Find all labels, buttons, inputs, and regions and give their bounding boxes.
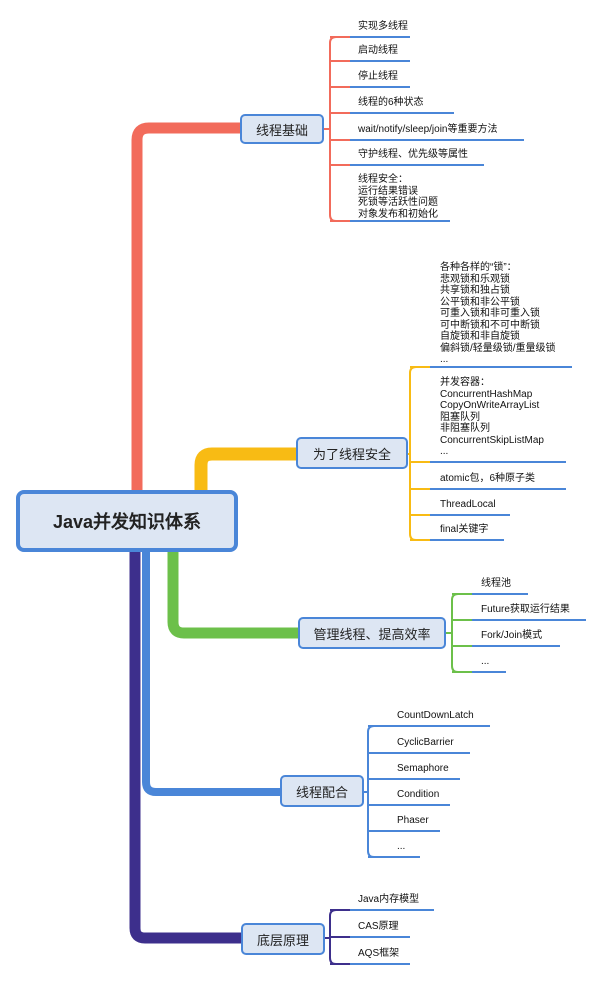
leaf-text-line: 线程安全：	[358, 174, 408, 185]
topic-thread-management[interactable]: 管理线程、提高效率	[298, 617, 446, 649]
leaf-text-line: CyclicBarrier	[397, 737, 454, 748]
leaf-text-line: 阻塞队列	[440, 411, 480, 423]
topic-label: 线程基础	[255, 122, 308, 138]
leaf-text-line: 偏斜锁/轻量级锁/重量级锁	[440, 342, 556, 354]
leaf-text-line: 公平锁和非公平锁	[440, 296, 520, 308]
leaf-text-line: atomic包，6种原子类	[440, 473, 536, 484]
leaf-text-line: Condition	[397, 789, 440, 800]
topic-underlying-principles[interactable]: 底层原理	[241, 923, 325, 955]
topic-label: 管理线程、提高效率	[313, 626, 431, 642]
branch-spine-2	[451, 593, 459, 673]
leaf-text-line: ...	[440, 446, 449, 457]
leaf-item[interactable]: Java内存模型	[358, 894, 419, 906]
leaf-item[interactable]: 线程的6种状态	[358, 97, 424, 109]
leaf-item[interactable]: Semaphore	[397, 763, 449, 775]
leaf-text-line: ...	[440, 354, 449, 365]
branch-trunk-0	[131, 122, 240, 490]
leaf-item[interactable]: 实现多线程	[358, 21, 408, 33]
leaf-item[interactable]: Fork/Join模式	[481, 630, 542, 642]
leaf-item[interactable]: 线程池	[481, 578, 511, 590]
leaf-text-line: ...	[397, 841, 406, 852]
branch-trunk-4	[129, 552, 241, 944]
leaf-text-line: Future获取运行结果	[481, 604, 570, 615]
leaf-text-line: 并发容器：	[440, 377, 490, 388]
topic-thread-cooperation[interactable]: 线程配合	[280, 775, 364, 807]
topic-label: 底层原理	[256, 932, 309, 948]
leaf-item[interactable]: 各种各样的“锁”：悲观锁和乐观锁共享锁和独占锁公平锁和非公平锁可重入锁和非可重入…	[440, 262, 556, 366]
leaf-text-line: Phaser	[397, 815, 429, 826]
branch-trunk-2	[167, 552, 298, 639]
leaf-item[interactable]: wait/notify/sleep/join等重要方法	[358, 124, 498, 136]
leaf-text-line: CopyOnWriteArrayList	[440, 400, 540, 411]
leaf-text-line: Java内存模型	[358, 894, 420, 905]
branch-spine-3	[367, 725, 375, 858]
branch-trunk-3	[142, 552, 280, 796]
leaf-text-line: ...	[481, 656, 490, 667]
topic-label: 线程配合	[295, 784, 348, 800]
root-title: Java并发知识体系	[52, 512, 202, 532]
leaf-item[interactable]: AQS框架	[358, 948, 399, 960]
leaf-item[interactable]: 停止线程	[358, 71, 398, 83]
leaf-item[interactable]: Future获取运行结果	[481, 604, 570, 616]
leaf-text-line: 运行结果错误	[358, 185, 418, 197]
leaf-text-line: CountDownLatch	[397, 710, 474, 721]
branch-spine-0	[329, 36, 337, 222]
leaf-text-line: Fork/Join模式	[481, 630, 543, 641]
leaf-text-line: final关键字	[440, 524, 489, 535]
leaf-text-line: ConcurrentSkipListMap	[440, 434, 544, 446]
leaf-text-line: 线程的6种状态	[358, 97, 424, 108]
leaf-item[interactable]: ThreadLocal	[440, 499, 496, 511]
topic-label: 为了线程安全	[312, 446, 391, 462]
leaf-text-line: ConcurrentHashMap	[440, 388, 533, 400]
leaf-text-line: 死锁等活跃性问题	[358, 197, 438, 208]
leaf-text-line: ThreadLocal	[440, 499, 496, 510]
leaf-text-line: CAS原理	[358, 921, 399, 932]
leaf-text-line: 非阻塞队列	[440, 423, 490, 434]
leaf-text-line: 守护线程、优先级等属性	[358, 149, 468, 160]
leaf-text-line: AQS框架	[358, 948, 400, 959]
leaf-item[interactable]: 守护线程、优先级等属性	[358, 149, 468, 161]
leaf-text-line: 线程池	[481, 578, 511, 589]
leaf-item[interactable]: CountDownLatch	[397, 710, 474, 722]
leaf-text-line: 悲观锁和乐观锁	[440, 273, 510, 285]
leaf-text-line: wait/notify/sleep/join等重要方法	[358, 124, 498, 135]
leaf-text-line: 各种各样的“锁”：	[440, 262, 517, 273]
leaf-item[interactable]: 线程安全：运行结果错误死锁等活跃性问题对象发布和初始化	[358, 174, 438, 220]
leaf-item[interactable]: CyclicBarrier	[397, 737, 454, 749]
leaf-text-line: Semaphore	[397, 763, 449, 774]
branch-trunk-1	[194, 447, 296, 490]
leaf-item[interactable]: atomic包，6种原子类	[440, 473, 535, 485]
leaf-text-line: 实现多线程	[358, 21, 408, 32]
leaf-item[interactable]: final关键字	[440, 524, 488, 536]
leaf-item[interactable]: ...	[397, 841, 405, 853]
leaf-item[interactable]: CAS原理	[358, 921, 399, 933]
leaf-text-line: 共享锁和独占锁	[440, 285, 510, 296]
leaf-item[interactable]: Phaser	[397, 815, 429, 827]
leaf-text-line: 可重入锁和非可重入锁	[440, 308, 540, 319]
leaf-text-line: 对象发布和初始化	[358, 208, 438, 220]
leaf-text-line: 可中断锁和不可中断锁	[440, 319, 540, 331]
leaf-item[interactable]: 启动线程	[358, 45, 398, 57]
root-node[interactable]: Java并发知识体系	[16, 490, 238, 552]
leaf-item[interactable]: ...	[481, 656, 489, 668]
leaf-text-line: 停止线程	[358, 71, 398, 82]
leaf-text-line: 启动线程	[358, 45, 398, 56]
leaf-text-line: 自旋锁和非自旋锁	[440, 331, 520, 342]
topic-thread-safety[interactable]: 为了线程安全	[296, 437, 408, 469]
leaf-item[interactable]: Condition	[397, 789, 439, 801]
topic-thread-basics[interactable]: 线程基础	[240, 114, 324, 144]
